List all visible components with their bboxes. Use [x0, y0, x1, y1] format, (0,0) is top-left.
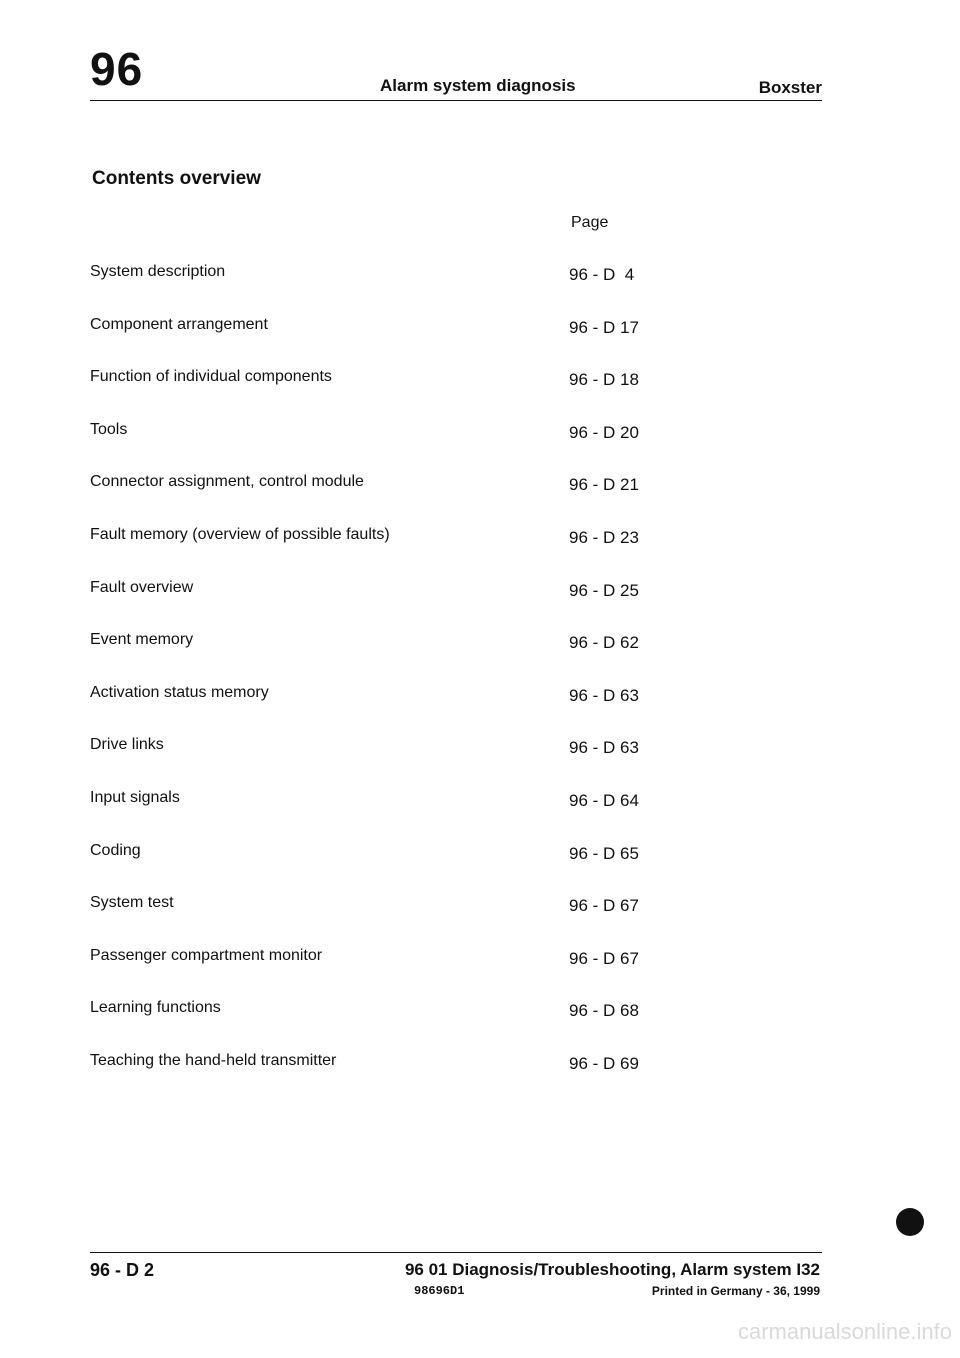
toc-label: Tools — [90, 420, 128, 438]
toc-label: Passenger compartment monitor — [90, 946, 323, 964]
toc-label: Function of individual components — [90, 368, 332, 386]
toc-row[interactable]: Input signals 96 - D 64 — [90, 786, 690, 839]
toc-page-ref: 96 - D 17 — [569, 317, 639, 337]
toc-row[interactable]: Tools 96 - D 20 — [90, 418, 690, 471]
toc-row[interactable]: Event memory 96 - D 62 — [90, 628, 690, 681]
toc-label: Input signals — [90, 788, 180, 806]
toc-page-ref: 96 - D 20 — [569, 422, 639, 442]
header-model: Boxster — [758, 78, 822, 97]
footer-doc-number: 98696D1 — [414, 1284, 465, 1298]
footer-section-title: 96 01 Diagnosis/Troubleshooting, Alarm s… — [404, 1260, 820, 1279]
header-title: Alarm system diagnosis — [380, 76, 576, 95]
toc-row[interactable]: Drive links 96 - D 63 — [90, 733, 690, 786]
toc-row[interactable]: Passenger compartment monitor 96 - D 67 — [90, 944, 690, 997]
toc-page-ref: 96 - D 68 — [569, 1001, 639, 1021]
watermark: carmanualsonline.info — [737, 1319, 952, 1344]
chapter-number: 96 — [90, 43, 144, 95]
page-marker-dot — [896, 1208, 924, 1236]
toc-row[interactable]: Coding 96 - D 65 — [90, 839, 690, 892]
toc-page-ref: 96 - D 25 — [569, 580, 639, 600]
toc-page-ref: 96 - D 69 — [569, 1053, 639, 1073]
toc-row[interactable]: Teaching the hand-held transmitter 96 - … — [90, 1049, 690, 1102]
page-column-header: Page — [571, 214, 609, 231]
toc-row[interactable]: Component arrangement 96 - D 17 — [90, 313, 690, 366]
toc-page-ref: 96 - D 18 — [569, 370, 639, 390]
toc-page-ref: 96 - D 63 — [569, 738, 639, 758]
toc-row[interactable]: Connector assignment, control module 96 … — [90, 470, 690, 523]
footer-rule — [90, 1252, 822, 1253]
toc-page-ref: 96 - D 62 — [569, 633, 639, 653]
toc-label: Coding — [90, 841, 141, 859]
toc-row[interactable]: Fault memory (overview of possible fault… — [90, 523, 690, 576]
toc-label: System test — [90, 894, 174, 912]
toc-page-ref: 96 - D 65 — [569, 843, 639, 863]
contents-title: Contents overview — [92, 168, 261, 189]
toc-label: System description — [90, 263, 226, 280]
toc-page-ref: 96 - D 4 — [569, 265, 635, 284]
toc-page-ref: 96 - D 64 — [569, 790, 639, 810]
toc-page-ref: 96 - D 23 — [569, 527, 639, 547]
toc-page-ref: 96 - D 67 — [569, 948, 639, 968]
toc-row[interactable]: Function of individual components 96 - D… — [90, 365, 690, 418]
toc-label: Teaching the hand-held transmitter — [90, 1051, 337, 1069]
contents-list: System description 96 - D 4 Component ar… — [90, 260, 690, 1102]
toc-label: Fault memory (overview of possible fault… — [90, 525, 390, 543]
footer-page-number: 96 - D 2 — [90, 1260, 155, 1280]
footer-printed-note: Printed in Germany - 36, 1999 — [651, 1284, 820, 1298]
toc-row[interactable]: System description 96 - D 4 — [90, 260, 690, 313]
toc-row[interactable]: System test 96 - D 67 — [90, 891, 690, 944]
header-rule — [90, 100, 822, 101]
toc-label: Fault overview — [90, 578, 194, 596]
toc-page-ref: 96 - D 63 — [569, 685, 639, 705]
toc-label: Activation status memory — [90, 683, 269, 701]
toc-label: Learning functions — [90, 999, 221, 1017]
toc-row[interactable]: Fault overview 96 - D 25 — [90, 576, 690, 629]
toc-page-ref: 96 - D 21 — [569, 475, 639, 495]
toc-label: Event memory — [90, 631, 194, 649]
toc-label: Connector assignment, control module — [90, 473, 364, 491]
toc-row[interactable]: Learning functions 96 - D 68 — [90, 996, 690, 1049]
toc-label: Component arrangement — [90, 315, 268, 333]
toc-page-ref: 96 - D 67 — [569, 896, 639, 916]
toc-label: Drive links — [90, 736, 164, 754]
toc-row[interactable]: Activation status memory 96 - D 63 — [90, 681, 690, 734]
